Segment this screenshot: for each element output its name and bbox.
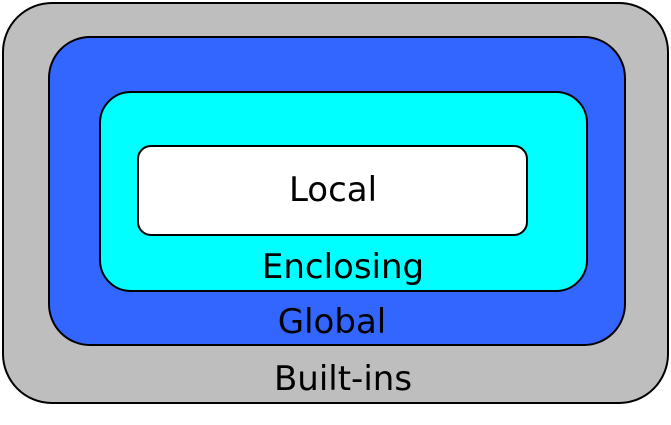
global-scope-label: Global xyxy=(277,302,387,342)
enclosing-scope-label: Enclosing xyxy=(261,247,425,287)
builtins-scope-label: Built-ins xyxy=(273,359,413,399)
local-scope-label: Local xyxy=(288,170,378,210)
local-scope-box xyxy=(137,145,528,236)
